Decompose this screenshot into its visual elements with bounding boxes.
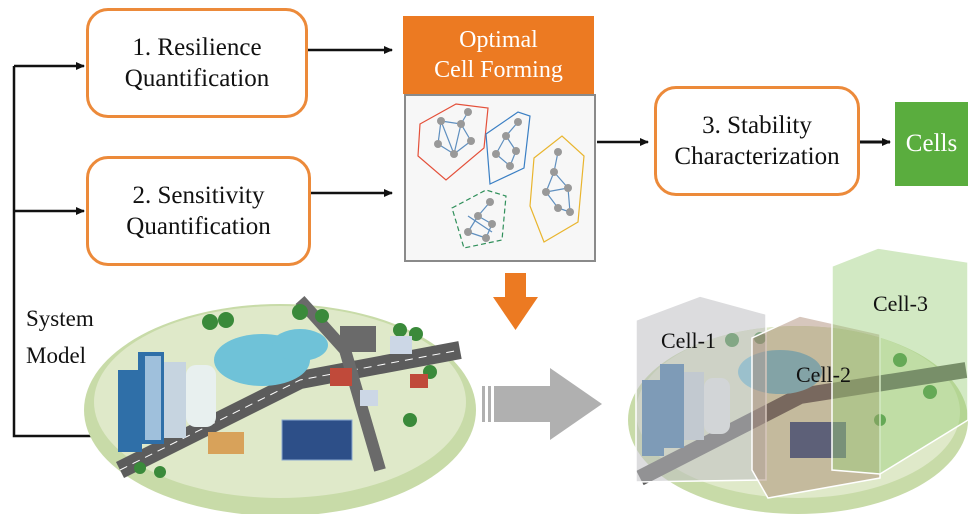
optimal-line2: Cell Forming: [434, 57, 563, 83]
down-arrow-icon: [493, 273, 538, 330]
step2-line2: Quantification: [126, 213, 271, 240]
cell-1-volume: [635, 295, 767, 483]
right-arrow-icon: [482, 368, 602, 440]
step3-line2: Characterization: [674, 143, 840, 170]
cells-label: Cells: [905, 130, 958, 157]
system-model-line1: System: [26, 306, 94, 331]
step3-line1: 3. Stability: [702, 111, 812, 139]
network-graph-panel: [404, 94, 596, 262]
cell-3-volume: [831, 247, 968, 475]
system-model-line2: Model: [26, 343, 87, 368]
left-bus-line: [12, 66, 92, 438]
cells-output-box: Cells: [895, 102, 968, 186]
network-graph: [417, 103, 585, 249]
cell-2-label: Cell-2: [796, 362, 851, 387]
step1-line2: Quantification: [124, 65, 270, 92]
step2-line1: 2. Sensitivity: [132, 181, 265, 209]
step1-line1: 1. Resilience: [132, 33, 262, 61]
optimal-line1: Optimal: [459, 27, 538, 53]
cell-3-label: Cell-3: [873, 291, 928, 316]
cell-1-label: Cell-1: [661, 328, 716, 353]
optimal-cell-forming-box: Optimal Cell Forming: [403, 16, 594, 94]
cell-2-volume: [751, 315, 881, 499]
